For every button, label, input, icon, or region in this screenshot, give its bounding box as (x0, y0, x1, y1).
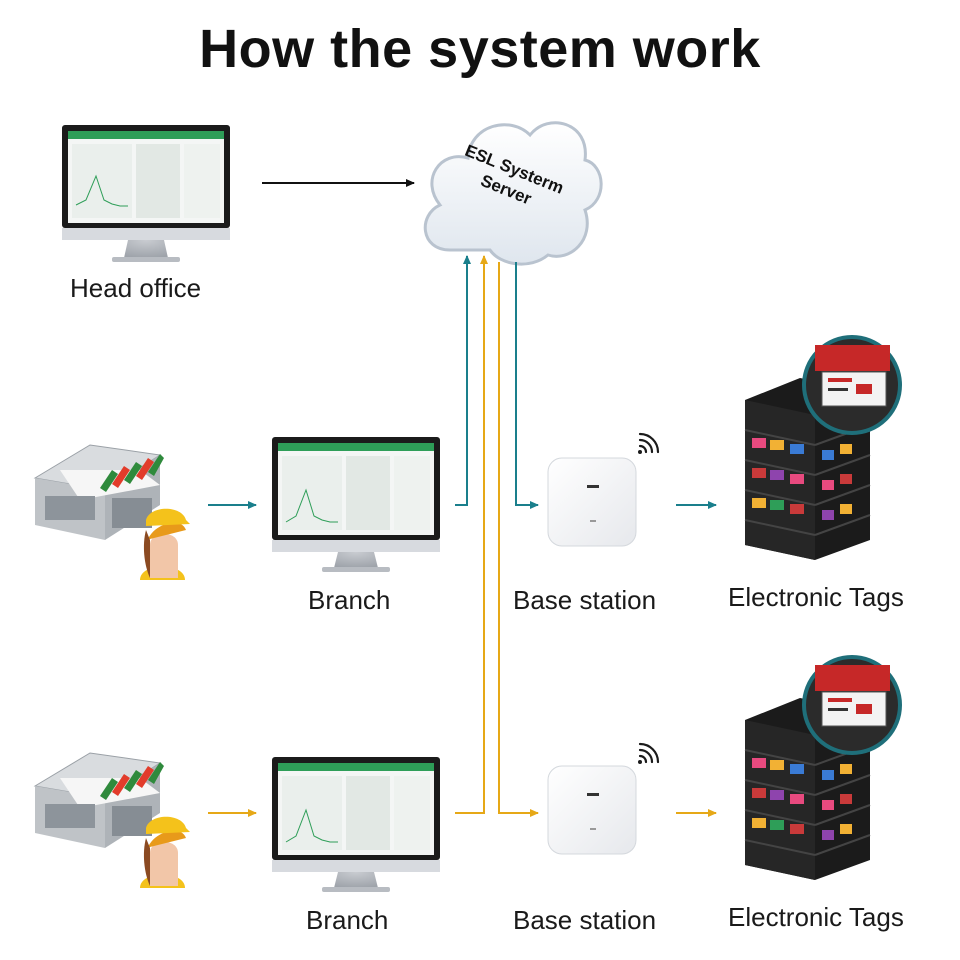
base-station-1-device (547, 457, 637, 547)
base-station-1-label: Base station (513, 585, 657, 615)
branch-2-label: Branch (306, 905, 389, 935)
staff-person-icon (140, 508, 190, 580)
staff-person-icon (140, 816, 190, 888)
esl-server-cloud (423, 121, 603, 266)
electronic-tags-2-label: Electronic Tags (728, 902, 904, 932)
store-building-icon (33, 444, 164, 540)
branch-1-uplink (455, 255, 471, 506)
head-office-label: Head office (70, 273, 202, 303)
base-station-2-label: Base station (513, 905, 657, 935)
branch-1-monitor (272, 437, 440, 572)
store-building-icon (33, 752, 164, 848)
branch-1-label: Branch (308, 585, 391, 615)
electronic-tags-1-label: Electronic Tags (728, 582, 904, 612)
page-title: How the system work (199, 19, 761, 79)
base-station-1-downlink (515, 262, 539, 509)
base-station-2-downlink (498, 262, 539, 817)
branch-2-monitor (272, 757, 440, 892)
wifi-signal-icon (638, 432, 660, 454)
electronic-tags-rack-1 (744, 335, 902, 560)
wifi-signal-icon (638, 742, 660, 764)
branch-2-uplink (455, 255, 488, 814)
base-station-2-device (547, 765, 637, 855)
electronic-tags-rack-2 (744, 655, 902, 880)
head-office-monitor (62, 125, 230, 262)
